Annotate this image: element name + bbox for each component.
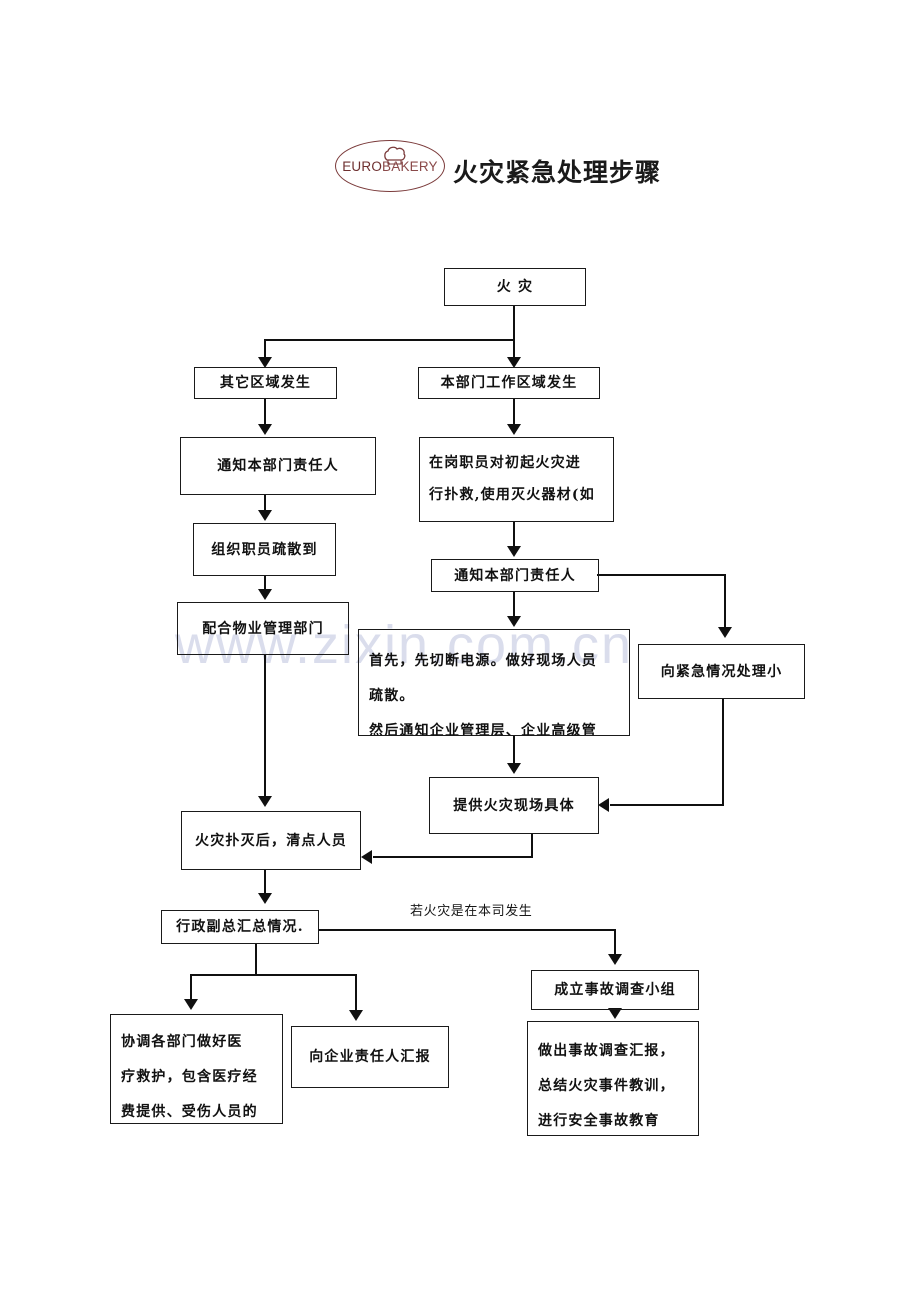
node-staff-extinguish-label: 在岗职员对初起火灾进 行扑救,使用灭火器材(如 [429, 455, 595, 503]
node-to-emergency-group-label: 向紧急情况处理小 [660, 663, 783, 680]
node-cut-power[interactable]: 首先，先切断电源。做好现场人员 疏散。 然后通知企业管理层、企业高级管 [358, 629, 630, 736]
node-report-to-owner-label: 向企业责任人汇报 [309, 1049, 431, 1065]
connector-fire-down [513, 305, 516, 341]
connector-scene-down [531, 834, 534, 858]
connector-admin-split-bar [190, 974, 357, 977]
connector-after-down [264, 870, 267, 894]
logo-text-bakery: BAKERY [382, 158, 438, 174]
connector-extinguish-down [513, 522, 516, 547]
node-fire-label: 火 灾 [496, 279, 534, 295]
edge-label-if-in-company: 若火灾是在本司发生 [410, 904, 533, 919]
connector-other-area-down [264, 399, 267, 425]
arrowhead-cut-power [507, 616, 521, 627]
node-after-extinguished[interactable]: 火灾扑灭后，清点人员 [181, 811, 361, 870]
node-investigation-report[interactable]: 做出事故调查汇报， 总结火灾事件教训， 进行安全事故教育 [527, 1021, 699, 1136]
connector-admin-down [255, 944, 258, 976]
node-cooperate-property[interactable]: 配合物业管理部门 [177, 602, 349, 655]
node-organize-evacuation-label: 组织职员疏散到 [211, 541, 318, 558]
node-provide-scene-detail[interactable]: 提供火灾现场具体 [429, 777, 599, 834]
connector-admin-right-branch [355, 974, 358, 1012]
connector-property-down [264, 655, 267, 797]
connector-notify-right-to-emergency [597, 574, 726, 577]
node-organize-evacuation[interactable]: 组织职员疏散到 [193, 523, 336, 576]
node-form-investigation-team[interactable]: 成立事故调查小组 [531, 970, 699, 1010]
arrowhead-cooperate-property [258, 589, 272, 600]
arrowhead-after-extinguished [258, 796, 272, 807]
node-admin-vp-summary-label: 行政副总汇总情况. [176, 919, 304, 935]
node-own-area[interactable]: 本部门工作区域发生 [418, 367, 600, 399]
connector-emergency-down2 [722, 699, 725, 806]
connector-notify-right-down [513, 592, 516, 617]
node-other-area[interactable]: 其它区域发生 [194, 367, 337, 399]
node-other-area-label: 其它区域发生 [219, 375, 312, 391]
node-notify-owner-right[interactable]: 通知本部门责任人 [431, 559, 599, 592]
node-own-area-label: 本部门工作区域发生 [440, 375, 578, 391]
node-investigation-report-label: 做出事故调查汇报， 总结火灾事件教训， 进行安全事故教育 [538, 1043, 675, 1129]
node-coordinate-medical-label: 协调各部门做好医 疗救护，包含医疗经 费提供、受伤人员的 [121, 1034, 258, 1120]
connector-admin-left-branch [190, 974, 193, 1001]
connector-investigation-down [614, 929, 617, 956]
node-provide-scene-detail-label: 提供火灾现场具体 [453, 797, 575, 814]
page-title: 火灾紧急处理步骤 [453, 158, 662, 187]
arrowhead-own-area [507, 357, 521, 368]
arrowhead-organize-evacuation [258, 510, 272, 521]
node-after-extinguished-label: 火灾扑灭后，清点人员 [195, 832, 347, 849]
connector-cutpower-down [513, 736, 516, 764]
arrowhead-notify-owner-left [258, 424, 272, 435]
connector-admin-to-investigation [318, 929, 616, 932]
node-form-investigation-team-label: 成立事故调查小组 [554, 982, 676, 998]
connector-emergency-to-scene [610, 804, 724, 807]
arrowhead-form-investigation-team [608, 954, 622, 965]
node-admin-vp-summary[interactable]: 行政副总汇总情况. [161, 910, 319, 944]
node-notify-owner-right-label: 通知本部门责任人 [454, 567, 576, 584]
arrowhead-after-extinguished-left [361, 850, 372, 864]
arrowhead-staff-extinguish [507, 424, 521, 435]
connector-emergency-down [724, 574, 727, 628]
arrowhead-admin-vp [258, 893, 272, 904]
arrowhead-provide-scene [507, 763, 521, 774]
connector-notify-left-down [264, 495, 267, 512]
arrowhead-report-to-owner [349, 1010, 363, 1021]
arrowhead-investigation-report [608, 1008, 622, 1019]
connector-to-own-area [513, 339, 516, 361]
node-notify-owner-left-label: 通知本部门责任人 [217, 458, 339, 474]
arrowhead-notify-owner-right [507, 546, 521, 557]
connector-own-area-down [513, 399, 516, 425]
node-fire[interactable]: 火 灾 [444, 268, 586, 306]
node-cut-power-label: 首先，先切断电源。做好现场人员 疏散。 然后通知企业管理层、企业高级管 [369, 653, 597, 736]
connector-scene-to-after [373, 856, 533, 859]
arrowhead-other-area [258, 357, 272, 368]
node-coordinate-medical[interactable]: 协调各部门做好医 疗救护，包含医疗经 费提供、受伤人员的 [110, 1014, 283, 1124]
arrowhead-scene-detail-left [598, 798, 609, 812]
arrowhead-coordinate-medical [184, 999, 198, 1010]
arrowhead-emergency-group [718, 627, 732, 638]
connector-fire-split-bar [264, 339, 515, 342]
node-cooperate-property-label: 配合物业管理部门 [202, 620, 324, 637]
connector-to-other-area [264, 339, 267, 361]
node-report-to-owner[interactable]: 向企业责任人汇报 [291, 1026, 449, 1088]
chef-hat-icon [384, 146, 406, 165]
logo-text-euro: EURO [342, 158, 383, 174]
connector-evacuation-down [264, 576, 267, 591]
node-to-emergency-group[interactable]: 向紧急情况处理小 [638, 644, 805, 699]
node-staff-extinguish[interactable]: 在岗职员对初起火灾进 行扑救,使用灭火器材(如 [419, 437, 614, 522]
node-notify-owner-left[interactable]: 通知本部门责任人 [180, 437, 376, 495]
